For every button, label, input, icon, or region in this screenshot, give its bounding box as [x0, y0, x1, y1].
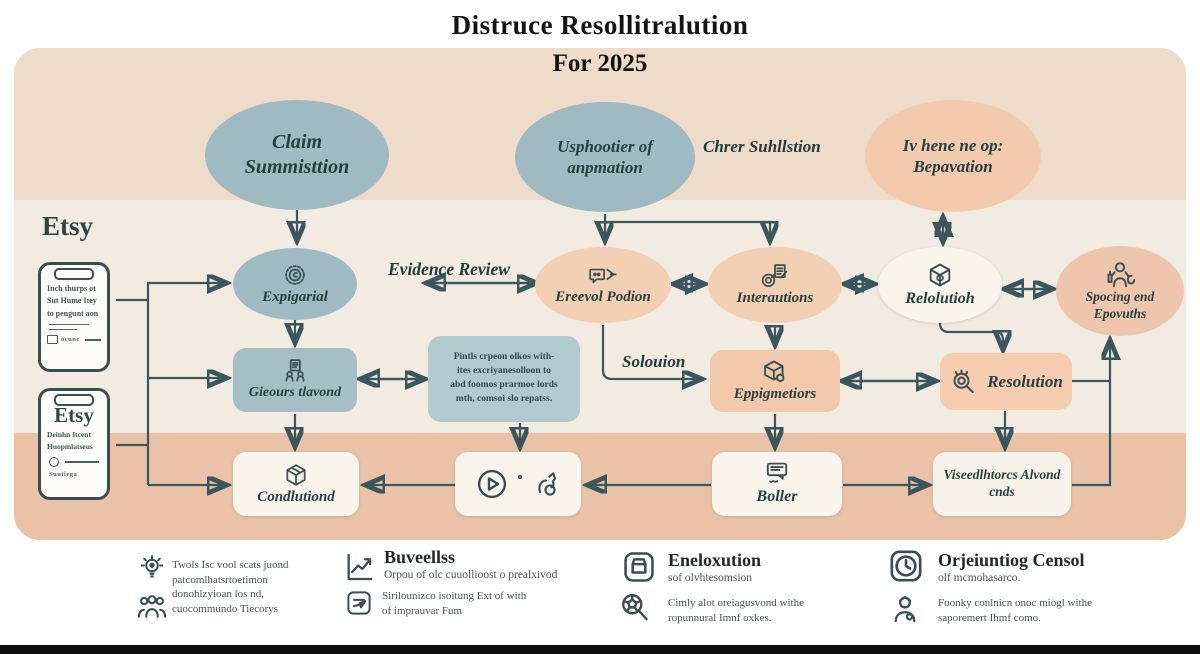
phone-etsy-logo: Etsy	[54, 403, 94, 427]
page-title-line1: Distruce Resollitralution	[451, 10, 749, 40]
search-sparks-icon	[953, 369, 974, 393]
group-icon	[137, 595, 167, 618]
package-hex-icon	[764, 360, 785, 382]
legend-col3-sub: sof olvhtesomsion	[668, 572, 753, 584]
node-claim-summisttion: Claim Summisttion	[205, 100, 389, 210]
phone-mockup-top: Inch thurps ot Sut Hume Itey to pengunt …	[38, 262, 110, 372]
clock-icon	[890, 550, 922, 582]
form-pen-icon	[347, 591, 371, 615]
seal-icon	[285, 264, 305, 285]
node-label: Interautions	[736, 289, 814, 306]
node-media	[455, 452, 581, 516]
node-label: Eppigmetiors	[733, 385, 817, 402]
phone-footer-label: Suutiega	[49, 471, 78, 479]
legend-col2-item2: Sirilounizco isoitung Ext of with of imp…	[382, 590, 527, 617]
label-solouion: Solouion	[622, 352, 686, 371]
phone-footer-line	[65, 461, 99, 464]
phone-mockup-bottom: Etsy Deinhn Itcent Huopmlatseus Suutiega	[38, 388, 110, 500]
target-doc-icon	[761, 263, 788, 287]
package-icon	[929, 263, 951, 287]
legend-col4-item2: Foonky conlnicn onoc miogl withe saporem…	[938, 597, 1092, 624]
node-label: Resolution	[987, 371, 1063, 391]
node-label: Expigarial	[262, 288, 328, 305]
node-viseedlhtorcs: Viseedlhtorcs Alvond cnds	[933, 452, 1071, 516]
node-label: Condlutiond	[257, 488, 335, 505]
node-boller: Boller	[712, 452, 842, 516]
chat-list-icon	[766, 462, 788, 483]
node-resolution: Resolution	[940, 353, 1072, 410]
inbox-icon	[47, 335, 58, 345]
legend-col4-heading: Orjeiuntiog Censol	[938, 550, 1085, 570]
node-label: Relolutioh	[905, 290, 975, 307]
bottom-black-bar	[0, 645, 1200, 654]
chat-arrow-icon	[589, 268, 617, 283]
node-gieours: Gieours tlavond	[233, 348, 357, 412]
node-bepavation: Iv hene ne op: Bepavation	[865, 100, 1041, 212]
phone-divider	[49, 329, 77, 331]
avatar-circle-icon	[49, 457, 59, 468]
page-title-line2: For 2025	[552, 50, 648, 77]
textbox-content: Pintls crpeon olkos with- ites excriyane…	[450, 352, 558, 404]
legend-col4-sub: olf mcmohasarco.	[938, 572, 1021, 584]
label-evidence-review: Evidence Review	[388, 259, 510, 279]
node-relolutioh: Relolutioh	[878, 247, 1002, 323]
ball-magnifier-icon	[622, 594, 648, 621]
node-condlutiond: Condlutiond	[233, 452, 359, 516]
node-label: Boller	[756, 488, 798, 505]
node-label: Ereevol Podion	[555, 288, 651, 305]
play-icon	[477, 469, 507, 499]
node-label: Gieours tlavond	[248, 385, 342, 401]
legend-col2-heading: Buveellss	[384, 547, 456, 567]
node-usphootier: Usphootier of anpmation	[515, 102, 695, 212]
phone-bottom-text: Deinhn Itcent Huopmlatseus	[47, 430, 93, 451]
node-eppigmetiors: Eppigmetiors	[710, 350, 840, 412]
phone-divider	[49, 324, 89, 326]
phone-top-text: Inch thurps ot Sut Hume Itey to pengunt …	[47, 284, 99, 318]
person-celebrate-icon	[1107, 262, 1136, 288]
node-info-textbox: Pintls crpeon olkos with- ites excriyane…	[428, 336, 580, 422]
legend-col2-sub: Orpou of olc cuuollioost o prealxivod	[384, 569, 558, 581]
node-ereevol-podion: Ereevol Podion	[535, 247, 671, 323]
legend-col3-heading: Eneloxution	[668, 550, 762, 570]
people-doc-icon	[285, 359, 305, 382]
cube-icon	[286, 464, 306, 486]
phone-footer-line	[84, 338, 101, 341]
dot-icon	[518, 475, 522, 479]
box-app-icon	[624, 552, 654, 582]
phone-notch	[54, 268, 94, 280]
chart-icon	[347, 553, 373, 581]
node-expigarial: Expigarial	[233, 248, 357, 320]
dog-icon	[538, 472, 556, 496]
phone-footer-label: ocnnc	[61, 336, 80, 344]
node-label: Spocing end Epovuths	[1085, 289, 1155, 321]
legend-col1-text: Twols Isc vool scats juond patcomlhatsrt…	[172, 559, 289, 615]
bulb-icon	[140, 555, 164, 578]
etsy-heading: Etsy	[42, 211, 94, 241]
person-badge-icon	[894, 595, 916, 623]
node-interautions: Interautions	[708, 247, 842, 323]
label-chrer-suhllstion: Chrer Suhllstion	[703, 137, 821, 156]
phone-notch	[54, 394, 94, 406]
node-spocing-epovuths: Spocing end Epovuths	[1056, 246, 1184, 336]
legend-col3-item2: Cimly alot oreiagusvond withe ropunnural…	[668, 597, 804, 624]
